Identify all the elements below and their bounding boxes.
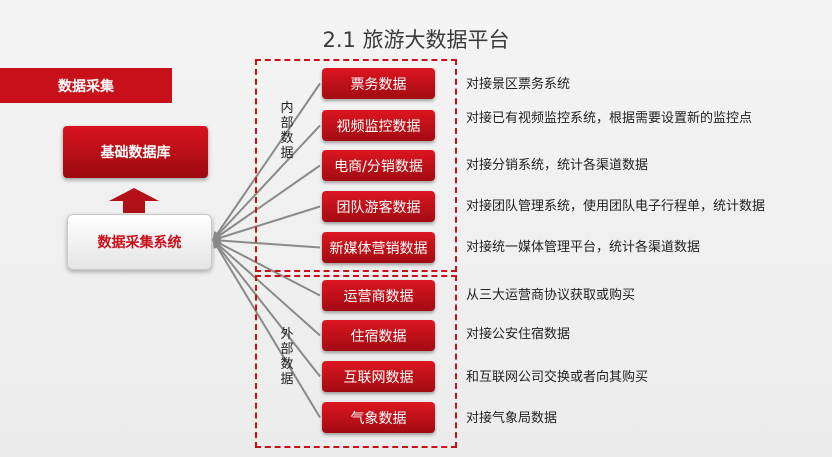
inner-data-label: 内部数据 bbox=[280, 101, 294, 161]
item-ecommerce-distribution-data: 电商/分销数据 bbox=[322, 150, 435, 181]
desc-carrier-data: 从三大运营商协议获取或购买 bbox=[466, 288, 636, 303]
up-arrow-icon bbox=[109, 188, 159, 213]
desc-new-media-marketing-data: 对接统一媒体管理平台，统计各渠道数据 bbox=[466, 240, 701, 255]
base-database-box: 基础数据库 bbox=[63, 126, 208, 178]
data-collection-system-box: 数据采集系统 bbox=[67, 214, 212, 270]
desc-lodging-data: 对接公安住宿数据 bbox=[466, 327, 571, 342]
desc-ecommerce-distribution-data: 对接分销系统，统计各渠道数据 bbox=[466, 158, 649, 173]
page-title: 2.1 旅游大数据平台 bbox=[322, 28, 510, 52]
desc-video-monitoring-data: 对接已有视频监控系统，根据需要设置新的监控点 bbox=[466, 111, 753, 126]
connector-line bbox=[212, 239, 321, 419]
item-video-monitoring-data: 视频监控数据 bbox=[322, 110, 435, 141]
data-collection-tag: 数据采集 bbox=[0, 68, 172, 103]
connector-line bbox=[212, 239, 321, 297]
desc-internet-data: 和互联网公司交换或者向其购买 bbox=[466, 370, 649, 385]
inner-data-group bbox=[255, 59, 457, 272]
desc-weather-data: 对接气象局数据 bbox=[466, 411, 558, 426]
item-tour-group-data: 团队游客数据 bbox=[322, 191, 435, 222]
connector-line bbox=[212, 124, 321, 241]
connector-line bbox=[212, 236, 321, 249]
item-ticket-data: 票务数据 bbox=[322, 68, 435, 99]
connector-line bbox=[212, 239, 321, 378]
item-new-media-marketing-data: 新媒体营销数据 bbox=[322, 232, 435, 263]
outer-data-label: 外部数据 bbox=[280, 327, 294, 387]
desc-tour-group-data: 对接团队管理系统，使用团队电子行程单，统计数据 bbox=[466, 199, 766, 214]
connector-line bbox=[212, 82, 321, 241]
item-internet-data: 互联网数据 bbox=[322, 361, 435, 392]
item-weather-data: 气象数据 bbox=[322, 402, 435, 433]
outer-data-group bbox=[255, 275, 457, 448]
connector-line bbox=[212, 205, 321, 242]
item-lodging-data: 住宿数据 bbox=[322, 320, 435, 351]
connector-line bbox=[212, 239, 321, 337]
connector-line bbox=[212, 164, 321, 241]
item-carrier-data: 运营商数据 bbox=[322, 280, 435, 311]
desc-ticket-data: 对接景区票务系统 bbox=[466, 77, 571, 92]
